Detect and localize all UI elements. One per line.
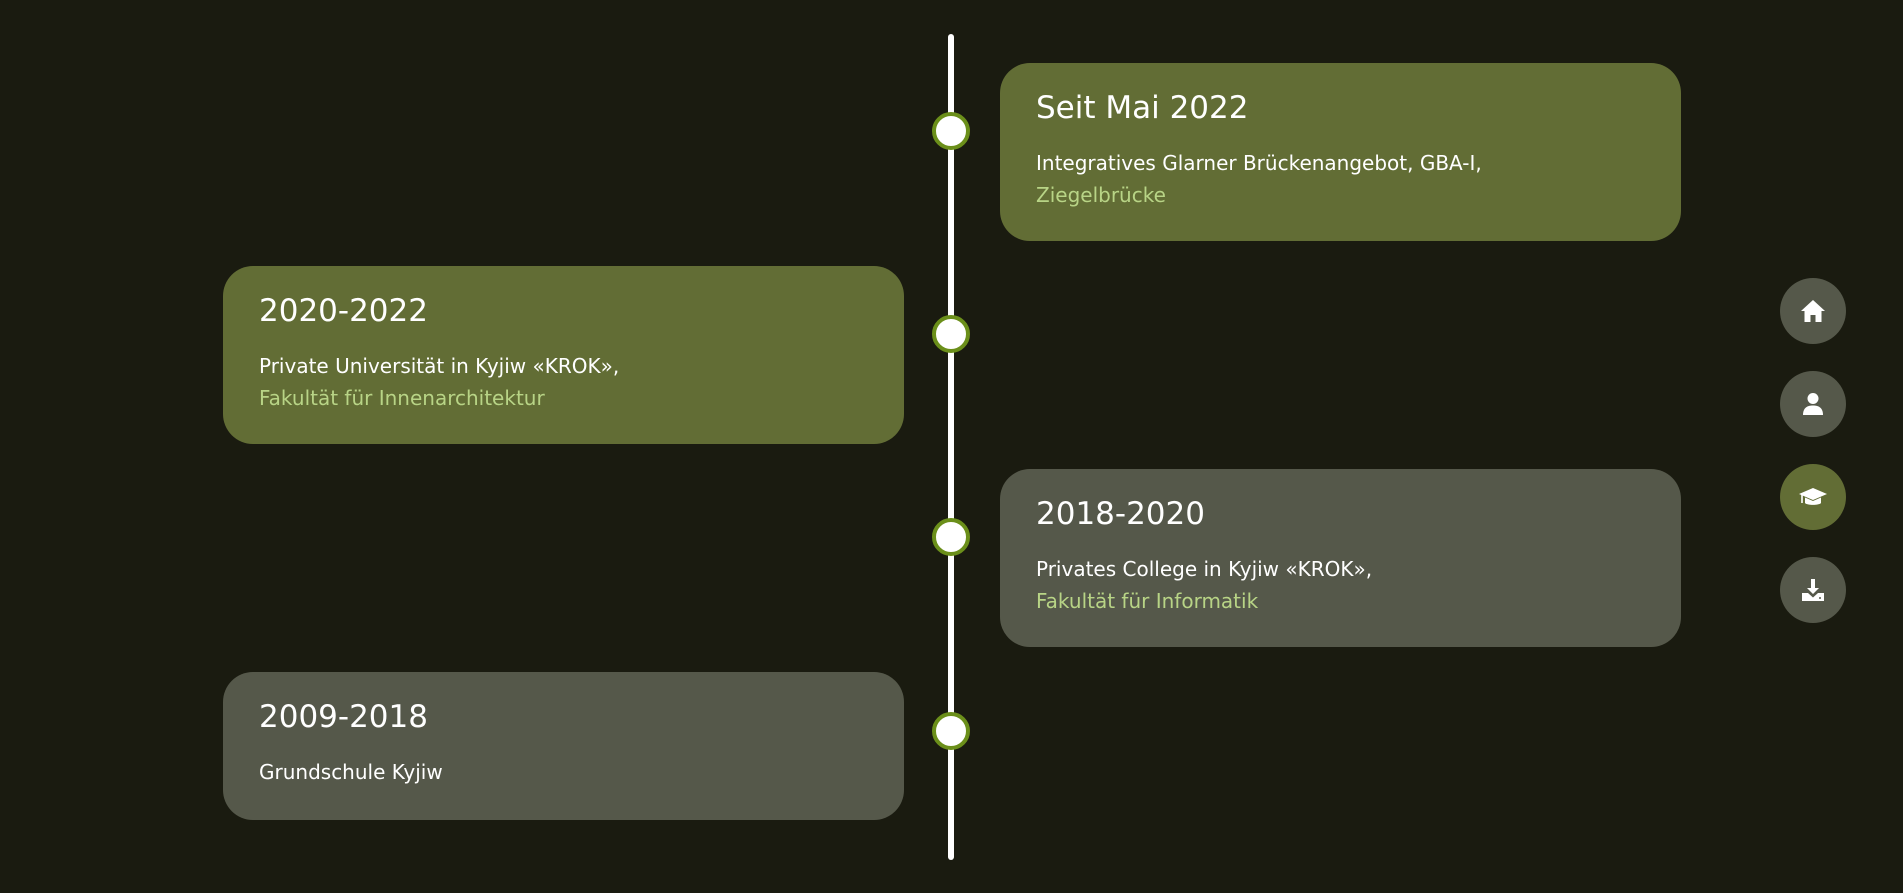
timeline-card: 2009-2018 Grundschule Kyjiw [223, 672, 904, 820]
timeline-card-title: 2009-2018 [259, 699, 428, 735]
timeline-card-institution: Private Universität in Kyjiw «KROK», [259, 354, 620, 378]
graduation-cap-icon [1798, 486, 1828, 508]
nav-download-button[interactable] [1780, 557, 1846, 623]
timeline-card: 2018-2020 Privates College in Kyjiw «KRO… [1000, 469, 1681, 647]
side-nav [1780, 278, 1846, 650]
timeline-card-detail: Fakultät für Informatik [1036, 589, 1259, 613]
home-icon [1800, 299, 1826, 323]
timeline-line [948, 34, 954, 860]
timeline-node [932, 315, 970, 353]
user-icon [1802, 392, 1824, 416]
timeline-card-institution: Privates College in Kyjiw «KROK», [1036, 557, 1373, 581]
nav-home-button[interactable] [1780, 278, 1846, 344]
download-icon [1801, 578, 1825, 602]
timeline-node [932, 518, 970, 556]
timeline-card-institution: Integratives Glarner Brückenangebot, GBA… [1036, 151, 1482, 175]
timeline-card-institution: Grundschule Kyjiw [259, 760, 443, 784]
timeline-card-detail: Ziegelbrücke [1036, 183, 1166, 207]
timeline-card-title: 2020-2022 [259, 293, 428, 329]
timeline-card-title: 2018-2020 [1036, 496, 1205, 532]
timeline-node [932, 112, 970, 150]
nav-profile-button[interactable] [1780, 371, 1846, 437]
timeline-node [932, 712, 970, 750]
nav-education-button[interactable] [1780, 464, 1846, 530]
timeline-card: Seit Mai 2022 Integratives Glarner Brück… [1000, 63, 1681, 241]
timeline-card-detail: Fakultät für Innenarchitektur [259, 386, 545, 410]
timeline-card-title: Seit Mai 2022 [1036, 90, 1249, 126]
timeline-card: 2020-2022 Private Universität in Kyjiw «… [223, 266, 904, 444]
